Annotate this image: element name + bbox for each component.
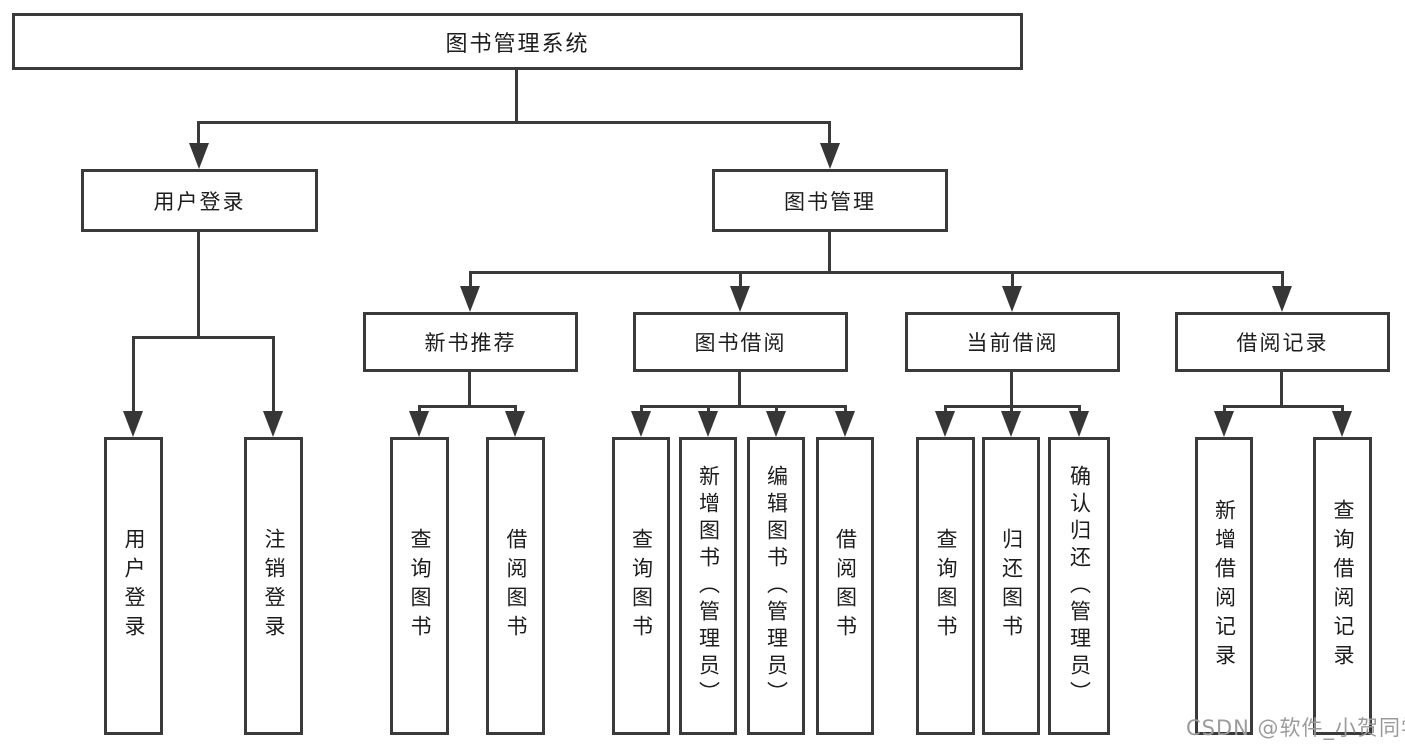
leaf-label: 查询图书 — [934, 528, 958, 644]
arrowhead-down-icon — [935, 411, 955, 437]
leaf-recommend-borrow-book: 借阅图书 — [486, 437, 545, 735]
arrowhead-down-icon — [766, 411, 786, 437]
leaf-records-query-borrow-record: 查询借阅记录 — [1313, 437, 1372, 735]
leaf-borrowing-query-book: 查询图书 — [612, 437, 670, 735]
node-borrowing-records: 借阅记录 — [1175, 312, 1390, 372]
arrowhead-down-icon — [409, 411, 429, 437]
connector-line — [197, 232, 200, 339]
connector-line — [1341, 405, 1344, 415]
connector-line — [828, 232, 831, 274]
leaf-label: 注销登录 — [262, 528, 286, 644]
leaf-label: 查询借阅记录 — [1331, 499, 1355, 673]
connector-line — [1010, 405, 1013, 415]
connector-line — [418, 405, 421, 415]
arrowhead-down-icon — [730, 286, 750, 312]
connector-line — [1281, 271, 1284, 290]
node-current-borrowing: 当前借阅 — [905, 312, 1120, 372]
connector-line — [1078, 405, 1081, 415]
connector-line — [132, 336, 274, 339]
connector-line — [1010, 372, 1013, 408]
connector-line — [197, 121, 200, 147]
node-book-borrowing: 图书借阅 — [633, 312, 848, 372]
arrowhead-down-icon — [189, 143, 209, 169]
leaf-label: 借阅图书 — [504, 528, 528, 644]
leaf-current-return-book: 归还图书 — [982, 437, 1040, 735]
connector-line — [1223, 405, 1226, 415]
arrowhead-down-icon — [698, 411, 718, 437]
arrowhead-down-icon — [820, 143, 840, 169]
arrowhead-down-icon — [1332, 411, 1352, 437]
arrowhead-down-icon — [505, 411, 525, 437]
leaf-label: 确认归还（管理员） — [1067, 464, 1092, 708]
arrowhead-down-icon — [123, 411, 143, 437]
connector-line — [1280, 372, 1283, 408]
connector-line — [738, 372, 741, 408]
connector-line — [272, 336, 275, 415]
connector-line — [707, 405, 710, 415]
leaf-borrowing-borrow-book: 借阅图书 — [816, 437, 874, 735]
arrowhead-down-icon — [1001, 411, 1021, 437]
leaf-label: 用户登录 — [122, 528, 146, 644]
node-root-library-management-system: 图书管理系统 — [12, 13, 1023, 70]
leaf-user-login: 用户登录 — [104, 437, 163, 735]
arrowhead-down-icon — [1002, 286, 1022, 312]
leaf-current-query-book: 查询图书 — [916, 437, 975, 735]
connector-line — [775, 405, 778, 415]
arrowhead-down-icon — [631, 411, 651, 437]
arrowhead-down-icon — [460, 286, 480, 312]
leaf-label: 编辑图书（管理员） — [764, 464, 789, 708]
leaf-label: 新增借阅记录 — [1212, 499, 1237, 673]
node-book-management: 图书管理 — [712, 169, 948, 232]
connector-line — [514, 405, 517, 415]
node-label: 图书管理系统 — [445, 31, 590, 57]
leaf-label: 新增图书（管理员） — [696, 464, 721, 708]
arrowhead-down-icon — [835, 411, 855, 437]
node-label: 图书管理 — [784, 189, 876, 214]
leaf-recommend-query-book: 查询图书 — [390, 437, 449, 735]
node-new-book-recommend: 新书推荐 — [363, 312, 578, 372]
node-label: 图书借阅 — [694, 331, 787, 355]
node-label: 借阅记录 — [1236, 331, 1329, 355]
leaf-label: 归还图书 — [999, 528, 1024, 644]
connector-line — [844, 405, 847, 415]
arrowhead-down-icon — [1272, 286, 1292, 312]
node-label: 用户登录 — [153, 189, 246, 214]
leaf-records-add-borrow-record: 新增借阅记录 — [1195, 437, 1253, 735]
arrowhead-down-icon — [1214, 411, 1234, 437]
leaf-borrowing-add-book-admin: 新增图书（管理员） — [679, 437, 737, 735]
connector-line — [640, 405, 846, 408]
connector-line — [468, 372, 471, 408]
leaf-label: 查询图书 — [408, 528, 432, 644]
connector-line — [944, 405, 947, 415]
connector-line — [1011, 271, 1014, 290]
arrowhead-down-icon — [1069, 411, 1089, 437]
connector-line — [828, 121, 831, 147]
csdn-watermark: CSDN @软件_小贺同学 — [1186, 716, 1405, 740]
leaf-borrowing-edit-book-admin: 编辑图书（管理员） — [747, 437, 805, 735]
node-label: 新书推荐 — [424, 331, 517, 355]
node-user-login: 用户登录 — [81, 169, 318, 232]
connector-line — [198, 121, 831, 124]
leaf-logout-login: 注销登录 — [244, 437, 303, 735]
connector-line — [640, 405, 643, 415]
connector-line — [418, 405, 516, 408]
connector-line — [515, 70, 518, 124]
connector-line — [132, 336, 135, 415]
node-label: 当前借阅 — [966, 331, 1059, 355]
connector-line — [1223, 405, 1343, 408]
leaf-label: 借阅图书 — [833, 528, 858, 644]
leaf-label: 查询图书 — [629, 528, 654, 644]
connector-line — [469, 271, 1283, 274]
leaf-current-confirm-return-admin: 确认归还（管理员） — [1048, 437, 1110, 735]
arrowhead-down-icon — [263, 411, 283, 437]
connector-line — [469, 271, 472, 290]
connector-line — [739, 271, 742, 290]
